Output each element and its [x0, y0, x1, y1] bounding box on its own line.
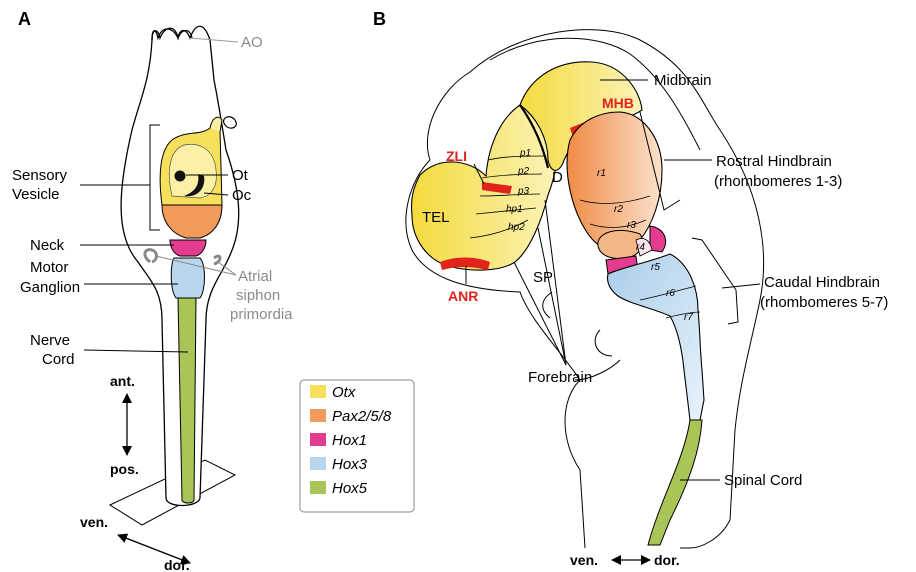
legend-swatch	[310, 481, 326, 494]
hox1-neck	[170, 240, 206, 256]
ven-a-label: ven.	[80, 514, 108, 530]
r5-label: r5	[651, 262, 660, 273]
midbrain-label: Midbrain	[654, 72, 712, 89]
caudal-leader	[722, 284, 760, 288]
hp2-label: hp2	[508, 222, 525, 233]
neck-label: Neck	[30, 237, 65, 254]
sensory-vesicle-label-2: Vesicle	[12, 186, 60, 203]
mhb-label: MHB	[602, 95, 634, 111]
dor-a-label: dor.	[164, 557, 190, 572]
hox5-spinal-cord	[648, 420, 702, 545]
legend-swatch	[310, 385, 326, 398]
dor-b-label: dor.	[654, 552, 680, 568]
ot-label: Ot	[232, 167, 249, 184]
sensory-vesicle-label-1: Sensory	[12, 167, 68, 184]
ant-label: ant.	[110, 373, 135, 389]
legend-swatch	[310, 433, 326, 446]
atrial-label-1: Atrial	[238, 268, 272, 285]
otolith-icon	[175, 171, 186, 182]
r4-label: r4	[636, 242, 645, 253]
atrial-label-3: primordia	[230, 306, 293, 323]
nerve-label-2: Cord	[42, 351, 75, 368]
rostral-label-1: Rostral Hindbrain	[716, 153, 832, 170]
legend-label: Pax2/5/8	[332, 408, 392, 425]
atrial-label-2: siphon	[236, 287, 280, 304]
nerve-label-1: Nerve	[30, 332, 70, 349]
spinal-label: Spinal Cord	[724, 472, 802, 489]
legend-swatch	[310, 457, 326, 470]
vesicle-cavity	[169, 144, 216, 198]
caudal-label-2: (rhombomeres 5-7)	[760, 294, 888, 311]
vesicle-ring	[224, 117, 237, 128]
legend-label: Hox1	[332, 432, 367, 449]
legend-label: Hox3	[332, 456, 368, 473]
r6-label: r6	[666, 288, 675, 299]
rostral-label-2: (rhombomeres 1-3)	[714, 173, 842, 190]
rostral-hindbrain-pax	[567, 112, 662, 249]
r3-label: r3	[627, 220, 636, 231]
pos-label: pos.	[110, 461, 139, 477]
caudal-label-1: Caudal Hindbrain	[764, 274, 880, 291]
panel-b-letter: B	[373, 9, 386, 29]
r7-label: r7	[684, 312, 693, 323]
anr-label: ANR	[448, 288, 478, 304]
caudal-bracket	[692, 238, 738, 324]
embryo-face-outline	[543, 292, 620, 380]
forebrain-label: Forebrain	[528, 369, 592, 386]
tel-label: TEL	[422, 209, 450, 226]
motor-label-2: Ganglion	[20, 279, 80, 296]
forebrain-leader-2	[538, 228, 566, 365]
r1-label: r1	[597, 168, 606, 179]
p3-label: p3	[517, 186, 530, 197]
panel-a-letter: A	[18, 9, 31, 29]
oc-label: Oc	[232, 187, 252, 204]
legend-swatch	[310, 409, 326, 422]
r2-label: r2	[614, 204, 623, 215]
ao-label: AO	[241, 34, 263, 51]
p2-label: p2	[517, 166, 530, 177]
p1-label: p1	[519, 148, 531, 159]
d-label: D	[552, 169, 563, 186]
legend-label: Hox5	[332, 480, 368, 497]
zli-label: ZLI	[446, 148, 467, 164]
caudal-hindbrain-hox3	[607, 254, 704, 420]
motor-label-1: Motor	[30, 259, 68, 276]
hp1-label: hp1	[506, 204, 523, 215]
legend-label: Otx	[332, 384, 356, 401]
ven-b-label: ven.	[570, 552, 598, 568]
sp-label: SP	[533, 269, 553, 286]
r4-hox1-right	[650, 226, 666, 252]
